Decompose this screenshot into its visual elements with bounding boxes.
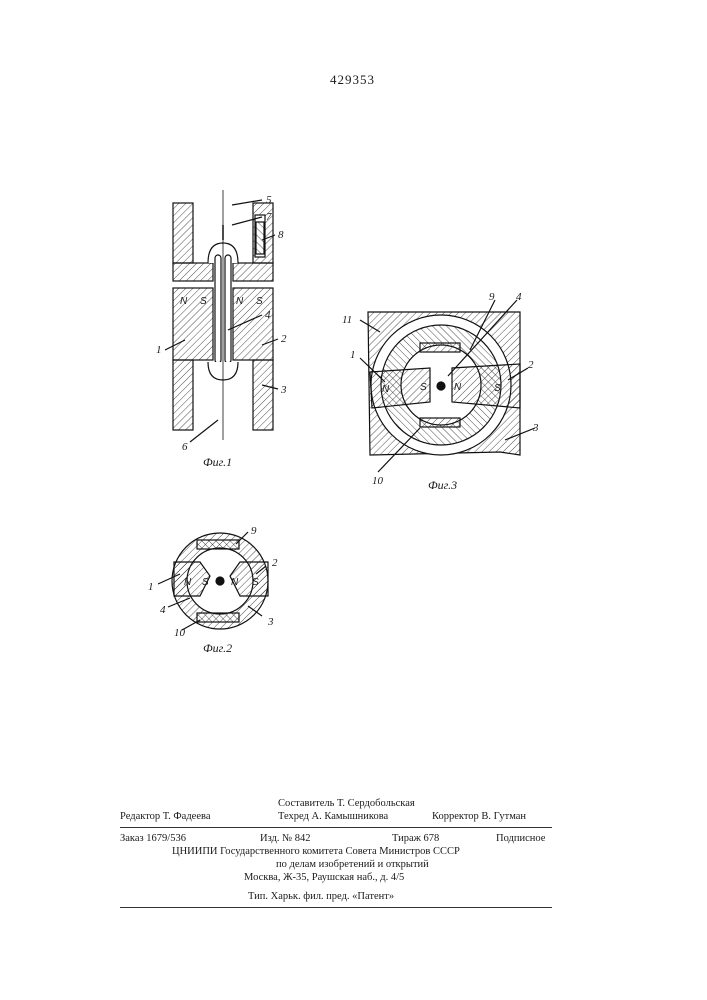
svg-text:7: 7 [266,211,272,223]
svg-text:4: 4 [160,604,166,616]
svg-text:S: S [252,577,259,588]
fig3-caption: Фиг.3 [428,478,457,492]
svg-text:1: 1 [148,581,154,593]
svg-text:9: 9 [489,291,495,303]
svg-text:S: S [256,296,263,307]
svg-text:N: N [236,296,244,307]
svg-text:N: N [231,577,239,588]
svg-text:3: 3 [280,384,287,396]
proofreader: Корректор В. Гутман [432,811,526,824]
address: Москва, Ж-35, Раушская наб., д. 4/5 [244,872,404,885]
svg-text:3: 3 [532,422,539,434]
svg-text:2: 2 [281,333,287,345]
svg-text:4: 4 [265,309,271,321]
print-run: Тираж 678 [392,833,439,846]
figure-1 [165,190,278,442]
organization-line-2: по делам изобретений и открытий [276,859,429,872]
svg-text:2: 2 [528,359,534,371]
svg-text:3: 3 [267,616,274,628]
fig1-caption: Фиг.1 [203,455,232,469]
printer: Тип. Харьк. фил. пред. «Патент» [248,891,394,904]
svg-text:10: 10 [372,475,384,487]
svg-text:1: 1 [156,344,162,356]
svg-text:1: 1 [350,349,356,361]
svg-text:10: 10 [174,627,186,639]
svg-text:5: 5 [266,194,272,206]
svg-text:N: N [184,577,192,588]
svg-text:2: 2 [272,557,278,569]
svg-text:11: 11 [342,314,352,326]
imprint-block: Составитель Т. Сердобольская Редактор Т.… [120,798,552,904]
fig2-caption: Фиг.2 [203,641,232,655]
editor: Редактор Т. Фадеева [120,811,210,824]
subscription: Подписное [496,833,545,846]
svg-text:S: S [420,382,427,393]
divider [120,907,552,908]
edition-number: Изд. № 842 [260,833,311,846]
divider [120,827,552,828]
composer: Составитель Т. Сердобольская [278,798,415,811]
svg-text:N: N [454,382,462,393]
svg-text:S: S [202,577,209,588]
svg-text:S: S [200,296,207,307]
svg-text:S: S [494,383,501,394]
svg-text:N: N [180,296,188,307]
tech-editor: Техред А. Камышникова [278,811,388,824]
svg-text:9: 9 [251,525,257,537]
svg-text:N: N [382,384,390,395]
svg-text:6: 6 [182,441,188,453]
svg-text:4: 4 [516,291,522,303]
organization-line-1: ЦНИИПИ Государственного комитета Совета … [172,846,460,859]
order-number: Заказ 1679/536 [120,833,186,846]
svg-text:8: 8 [278,229,284,241]
